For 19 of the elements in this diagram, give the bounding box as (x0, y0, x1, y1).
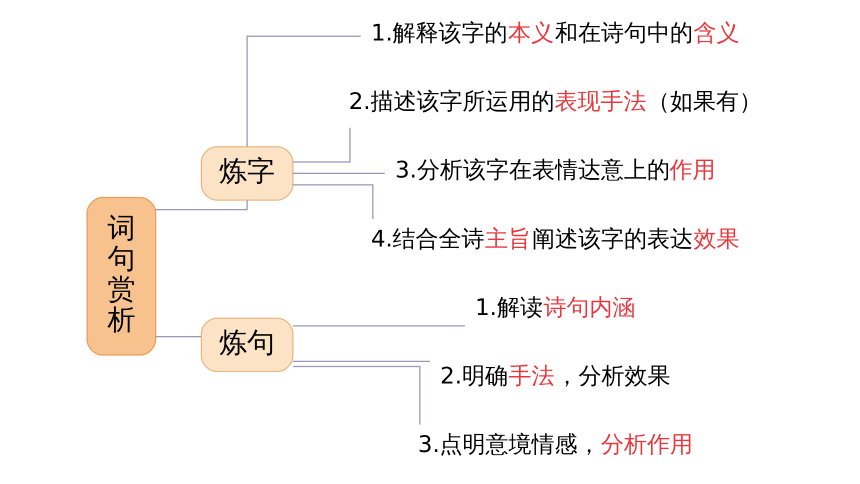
node-box: 炼字 (200, 146, 294, 201)
node-text: 2.明确手法，分析效果 (440, 363, 671, 390)
node-text: 1.解读诗句内涵 (475, 294, 636, 321)
node-text: 3.点明意境情感，分析作用 (418, 432, 693, 458)
connector (293, 128, 351, 163)
connector (156, 336, 201, 338)
connector (156, 200, 248, 210)
node-text: 2.描述该字所运用的表现手法（如果有） (348, 89, 762, 116)
connector (292, 360, 430, 362)
connector (292, 366, 420, 425)
node-text: 1.解释该字的本义和在诗句中的含义 (370, 20, 740, 47)
node-box: 词句赏析 (86, 196, 156, 356)
node-text: 4.结合全诗主旨阐述该字的表达效果 (370, 226, 740, 252)
connector (292, 172, 385, 174)
connector (292, 325, 465, 326)
connector (246, 36, 361, 147)
connector (292, 184, 374, 220)
node-text: 3.分析该字在表情达意上的作用 (395, 158, 716, 184)
node-box: 炼句 (200, 318, 294, 372)
